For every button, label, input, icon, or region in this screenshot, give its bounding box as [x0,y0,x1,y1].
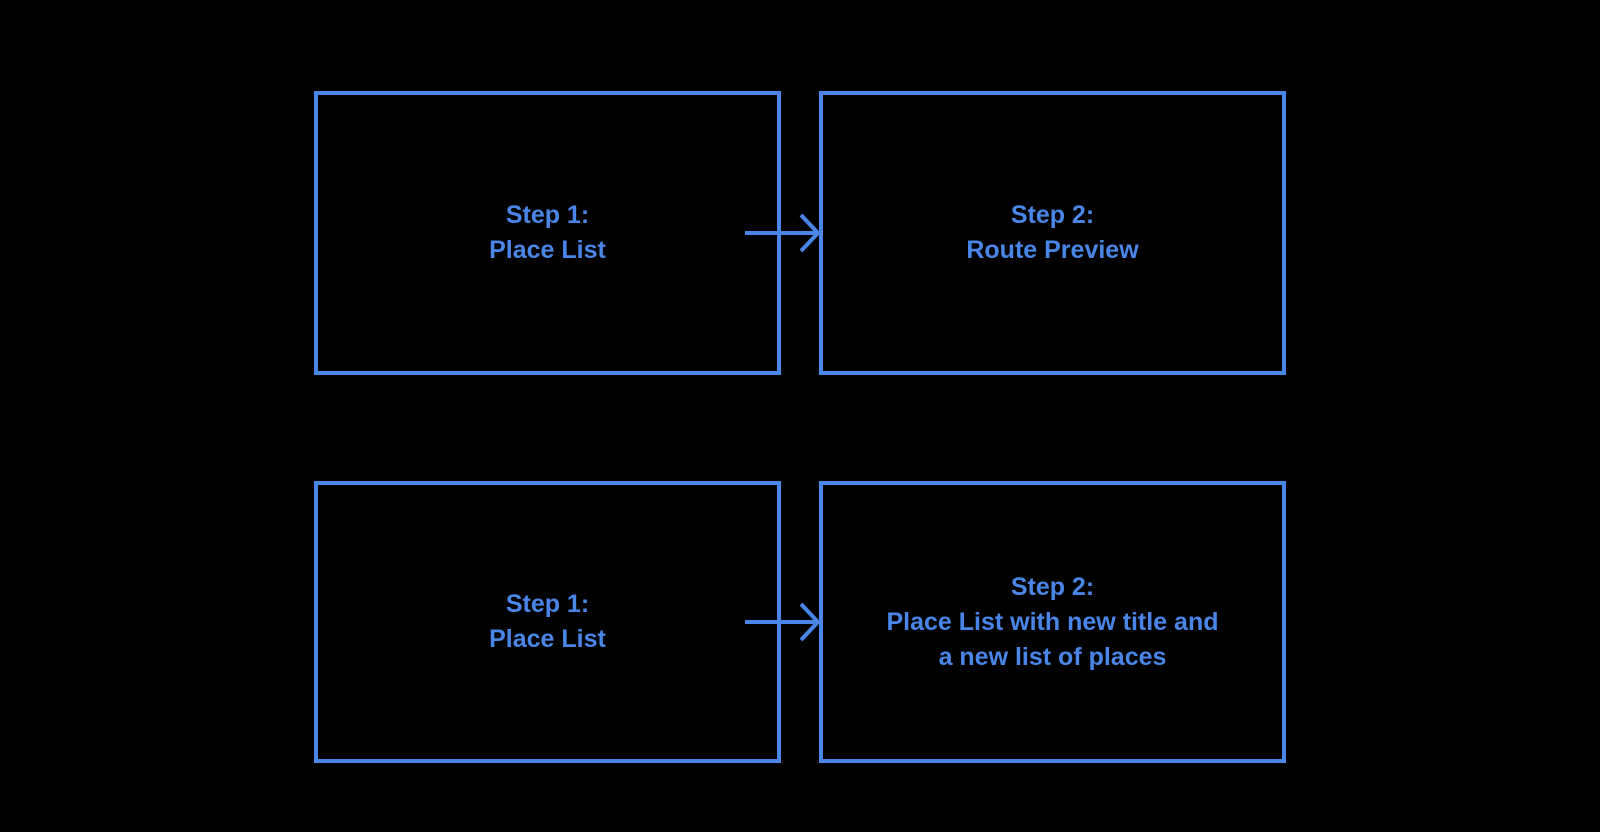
flow-box-step2-new-place-list: Step 2: Place List with new title and a … [819,481,1286,763]
box-text-line: Route Preview [966,236,1139,264]
box-text-line: Step 1: [505,590,590,618]
box-text-line: Step 1: [505,201,590,229]
box-text-line: Step 2: [1010,572,1095,601]
flow-box-step2-route-preview: Step 2: Route Preview [819,91,1286,375]
box-text-line: Place List [489,625,606,653]
box-text-line: Place List with new title and [886,607,1219,636]
flow-box-step1-top: Step 1: Place List [314,91,781,375]
box-text-line: Step 2: [1010,201,1095,229]
box-text-line: Place List [489,236,606,264]
flow-box-step1-bottom: Step 1: Place List [314,481,781,763]
box-text-line: a new list of places [938,642,1167,671]
